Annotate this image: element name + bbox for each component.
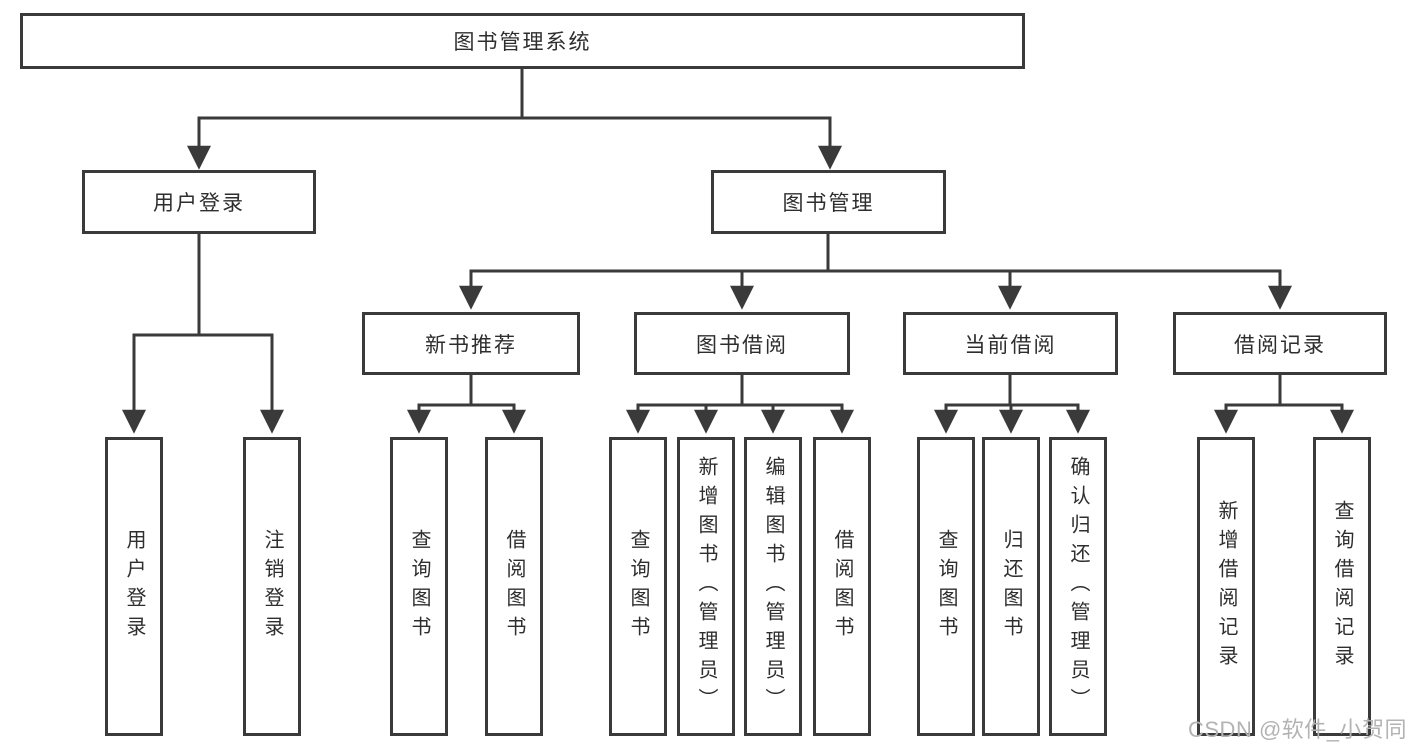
leaf-return-book: 归还图书 <box>982 437 1040 736</box>
leaf-borrow-books: 借阅图书 <box>813 437 871 736</box>
node-new-book-recommend: 新书推荐 <box>362 312 580 375</box>
node-user-login: 用户登录 <box>82 170 316 234</box>
node-borrowing-records: 借阅记录 <box>1173 312 1387 375</box>
leaf-borrow-books-recommend: 借阅图书 <box>485 437 543 736</box>
leaf-query-books-current: 查询图书 <box>917 437 975 736</box>
node-book-management: 图书管理 <box>711 170 946 234</box>
leaf-edit-book-admin: 编辑图书（管理员） <box>744 437 802 736</box>
node-book-borrowing: 图书借阅 <box>634 312 850 375</box>
leaf-confirm-return-admin: 确认归还（管理员） <box>1049 437 1107 736</box>
leaf-query-borrow-record: 查询借阅记录 <box>1313 437 1371 736</box>
leaf-add-borrow-record: 新增借阅记录 <box>1197 437 1255 736</box>
leaf-user-login: 用户登录 <box>105 437 163 736</box>
leaf-query-books-borrowing: 查询图书 <box>609 437 667 736</box>
leaf-logout: 注销登录 <box>243 437 301 736</box>
node-library-management-system: 图书管理系统 <box>20 13 1025 69</box>
leaf-add-book-admin: 新增图书（管理员） <box>677 437 735 736</box>
csdn-watermark: CSDN @软件_小贺同学 <box>1188 717 1405 742</box>
node-current-borrowing: 当前借阅 <box>903 312 1118 375</box>
leaf-query-books-recommend: 查询图书 <box>390 437 448 736</box>
